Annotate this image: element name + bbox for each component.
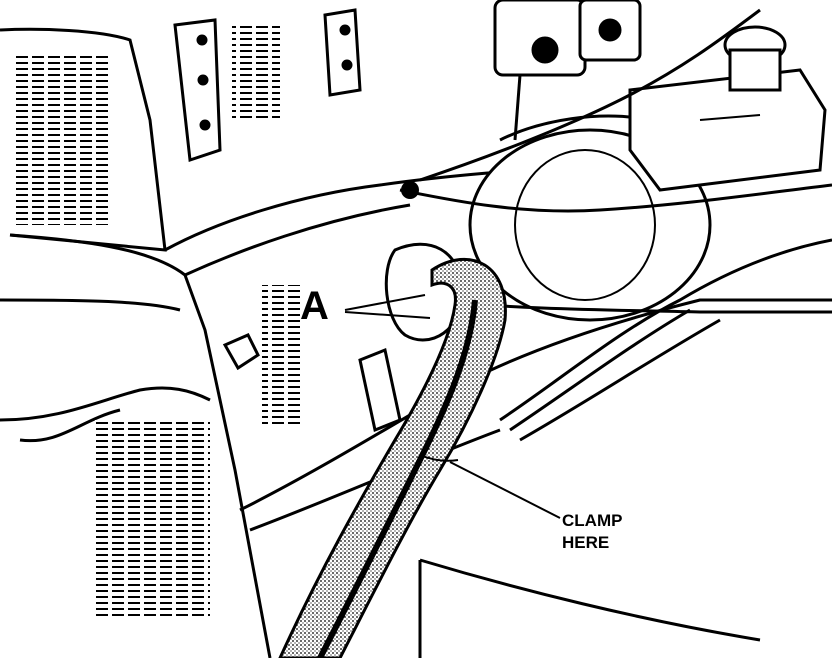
callout-a-label: A [300, 284, 329, 328]
callout-leaders [344, 294, 561, 519]
bracket-tab [358, 347, 402, 433]
fender-panel [0, 27, 272, 658]
engine-parts [493, 0, 642, 141]
upper-hatching [232, 25, 280, 120]
retaining-clip [222, 333, 260, 371]
master-cylinder [628, 25, 827, 192]
line-fitting [401, 181, 419, 199]
lower-hatching [95, 420, 210, 620]
clamp-here-label: CLAMP HERE [562, 510, 622, 554]
clamp-label-line2: HERE [562, 533, 610, 552]
mid-hatching [262, 285, 302, 425]
grille-hatching [14, 55, 109, 225]
bracket [173, 8, 362, 163]
clamp-label-line1: CLAMP [562, 511, 623, 530]
